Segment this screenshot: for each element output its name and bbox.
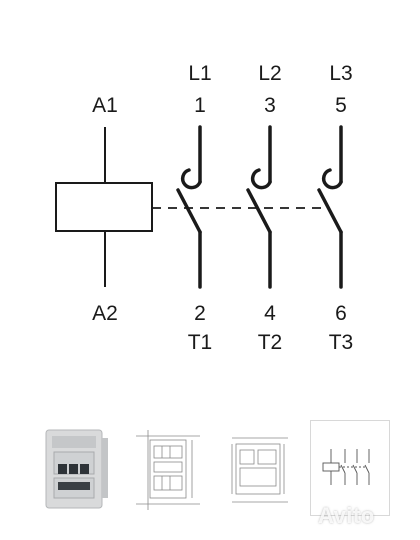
pole-3-top-terminal: 5 bbox=[335, 94, 347, 117]
pole-1-top-terminal: 1 bbox=[194, 94, 206, 117]
thumbnail-side-dimension-drawing[interactable] bbox=[218, 420, 298, 516]
pole-3 bbox=[317, 125, 343, 289]
avito-watermark: Avito bbox=[318, 503, 375, 528]
coil bbox=[55, 127, 153, 287]
pole-3-bottom-terminal: 6 bbox=[335, 302, 347, 325]
coil-body bbox=[55, 182, 153, 232]
side-dimension-drawing-image bbox=[231, 437, 288, 503]
thumbnail-front-dimension-drawing[interactable] bbox=[128, 420, 208, 516]
pole-1-contact-hook bbox=[180, 168, 202, 190]
pole-2-top-terminal: 3 bbox=[264, 94, 276, 117]
pole-2-bottom-terminal: 4 bbox=[264, 302, 276, 325]
pole-1-bottom-terminal: 2 bbox=[194, 302, 206, 325]
wiring-diagram-image bbox=[322, 449, 370, 485]
pole-3-line-label: L3 bbox=[329, 62, 352, 85]
contactor-photo-image bbox=[45, 429, 108, 509]
coil-top-label: A1 bbox=[92, 94, 118, 117]
pole-3-load-label: T3 bbox=[329, 331, 354, 354]
pole-1 bbox=[176, 125, 202, 289]
pole-2 bbox=[246, 125, 272, 289]
pole-1-moving-contact bbox=[176, 188, 202, 234]
pole-1-load-label: T1 bbox=[188, 331, 213, 354]
coil-bottom-label: A2 bbox=[92, 302, 118, 325]
thumbnail-contactor-photo[interactable] bbox=[38, 420, 118, 516]
pole-2-moving-contact bbox=[246, 188, 272, 234]
pole-2-load-label: T2 bbox=[258, 331, 283, 354]
pole-2-line-label: L2 bbox=[258, 62, 281, 85]
pole-2-contact-hook bbox=[250, 168, 272, 190]
front-dimension-drawing-image bbox=[136, 430, 200, 510]
pole-3-moving-contact bbox=[317, 188, 343, 234]
pole-3-contact-hook bbox=[321, 168, 343, 190]
contactor-wiring-diagram: A1 A2 L1 1 2 T1 L2 3 4 T2 L3 5 6 T3 bbox=[55, 62, 354, 354]
thumbnail-wiring-diagram[interactable] bbox=[310, 420, 390, 516]
pole-1-line-label: L1 bbox=[188, 62, 211, 85]
